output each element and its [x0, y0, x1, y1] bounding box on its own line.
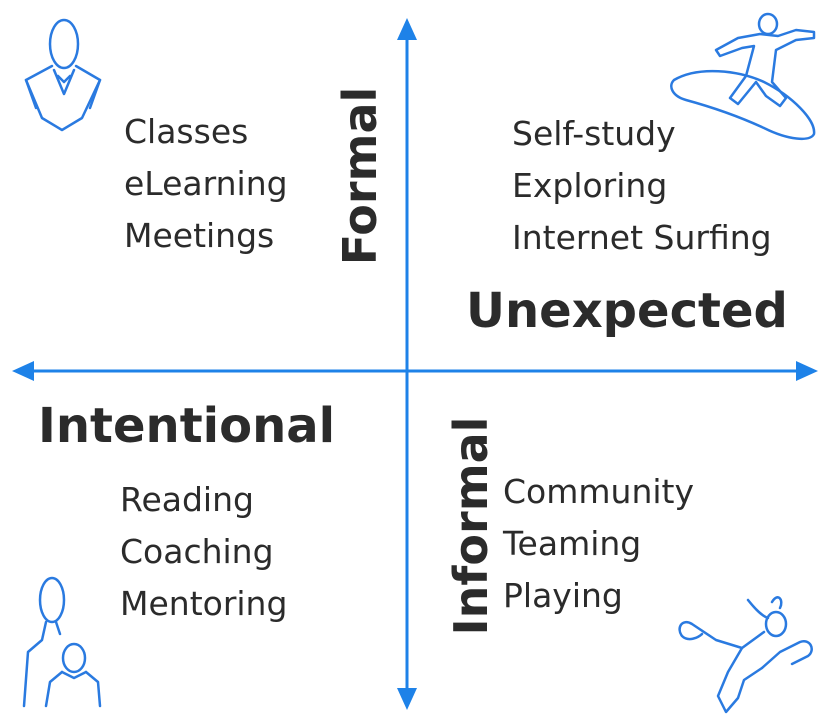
list-item: Teaming — [503, 524, 642, 563]
axis-arrow-up — [397, 18, 417, 40]
list-item: Internet Surfing — [512, 218, 772, 257]
mentor-pair-icon — [20, 570, 104, 708]
businessman-icon — [18, 10, 106, 140]
axis-arrow-down — [397, 688, 417, 710]
list-item: Meetings — [124, 216, 275, 255]
list-item: Community — [503, 472, 694, 511]
dancer-icon — [672, 594, 818, 716]
axis-label-formal: Formal — [333, 86, 387, 266]
list-item: eLearning — [124, 164, 288, 203]
list-item: Reading — [120, 480, 254, 519]
quadrant-top-right-list: Self-study Exploring Internet Surfing — [512, 108, 772, 264]
list-item: Self-study — [512, 114, 676, 153]
surfer-icon — [668, 10, 822, 146]
list-item: Mentoring — [120, 584, 288, 623]
list-item: Exploring — [512, 166, 668, 205]
axis-label-unexpected: Unexpected — [466, 283, 788, 339]
list-item: Coaching — [120, 532, 274, 571]
axis-arrow-left — [12, 361, 34, 381]
quadrant-bottom-right-list: Community Teaming Playing — [503, 466, 694, 622]
axis-label-intentional: Intentional — [38, 398, 336, 454]
quadrant-top-left-list: Classes eLearning Meetings — [124, 106, 288, 262]
quadrant-bottom-left-list: Reading Coaching Mentoring — [120, 474, 287, 630]
list-item: Playing — [503, 576, 623, 615]
axis-arrow-right — [796, 361, 818, 381]
axis-label-informal: Informal — [444, 416, 498, 636]
list-item: Classes — [124, 112, 249, 151]
